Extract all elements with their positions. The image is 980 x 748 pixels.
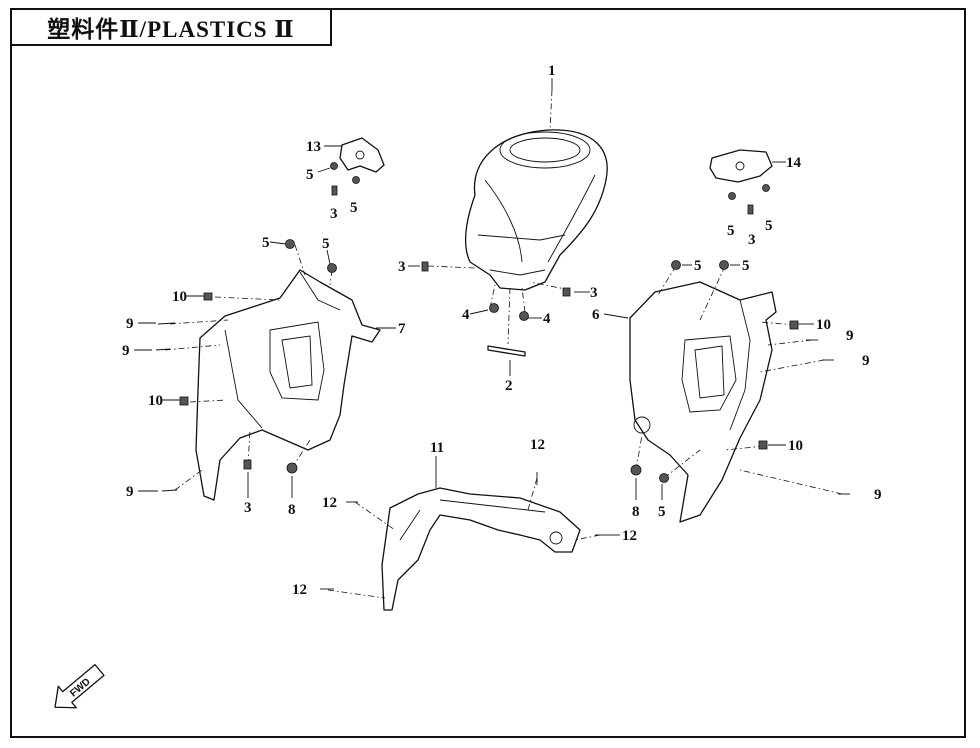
- callout-5: 5: [742, 258, 750, 274]
- fwd-arrow-icon: FWD: [54, 663, 105, 709]
- callout-5: 5: [765, 218, 773, 234]
- part-2-strip: [487, 345, 526, 357]
- fasteners: [155, 162, 850, 590]
- callout-12: 12: [292, 582, 307, 598]
- callout-10: 10: [788, 438, 803, 454]
- callout-5: 5: [350, 200, 358, 216]
- callout-5: 5: [694, 258, 702, 274]
- callout-11: 11: [430, 440, 444, 456]
- callout-12: 12: [622, 528, 637, 544]
- callout-3: 3: [330, 206, 338, 222]
- leader-lines: [164, 89, 843, 599]
- part-7-left-panel: [195, 269, 381, 501]
- callout-8: 8: [288, 502, 296, 518]
- callout-9: 9: [846, 328, 854, 344]
- callout-5: 5: [658, 504, 666, 520]
- callout-14: 14: [786, 155, 802, 171]
- callout-9: 9: [126, 484, 134, 500]
- callout-2: 2: [505, 378, 513, 394]
- callout-9: 9: [874, 487, 882, 503]
- callout-3: 3: [748, 232, 756, 248]
- callout-12: 12: [530, 437, 545, 453]
- callout-3: 3: [398, 259, 406, 275]
- callout-9: 9: [862, 353, 870, 369]
- diagram-frame: [10, 8, 966, 738]
- callout-5: 5: [306, 167, 314, 183]
- callout-4: 4: [543, 311, 551, 327]
- callout-6: 6: [592, 307, 600, 323]
- callout-1: 1: [548, 63, 556, 79]
- callout-9: 9: [122, 343, 130, 359]
- callout-3: 3: [590, 285, 598, 301]
- callout-5: 5: [262, 235, 270, 251]
- callout-10: 10: [172, 289, 187, 305]
- part-1-center-cover: [465, 129, 608, 291]
- part-11-lower-bracket: [381, 487, 581, 611]
- callout-8: 8: [632, 504, 640, 520]
- callout-4: 4: [462, 307, 470, 323]
- page-title: 塑料件Ⅱ/PLASTICS Ⅱ: [47, 17, 295, 42]
- callout-leaders: [134, 78, 814, 536]
- callout-7: 7: [398, 321, 406, 337]
- callout-5: 5: [727, 223, 735, 239]
- callout-labels: 1 13 5 3 5 5 5 3 3 4 4 2 10 9 9 10 9 7 6…: [122, 63, 882, 598]
- part-13-bracket: [339, 137, 385, 173]
- part-14-bracket: [709, 149, 773, 183]
- callout-9: 9: [126, 316, 134, 332]
- part-6-right-panel: [629, 281, 777, 523]
- callout-13: 13: [306, 139, 321, 155]
- title-box: 塑料件Ⅱ/PLASTICS Ⅱ: [10, 8, 332, 46]
- callout-3: 3: [244, 500, 252, 516]
- callout-10: 10: [148, 393, 163, 409]
- callout-12: 12: [322, 495, 337, 511]
- callout-5: 5: [322, 236, 330, 252]
- callout-10: 10: [816, 317, 831, 333]
